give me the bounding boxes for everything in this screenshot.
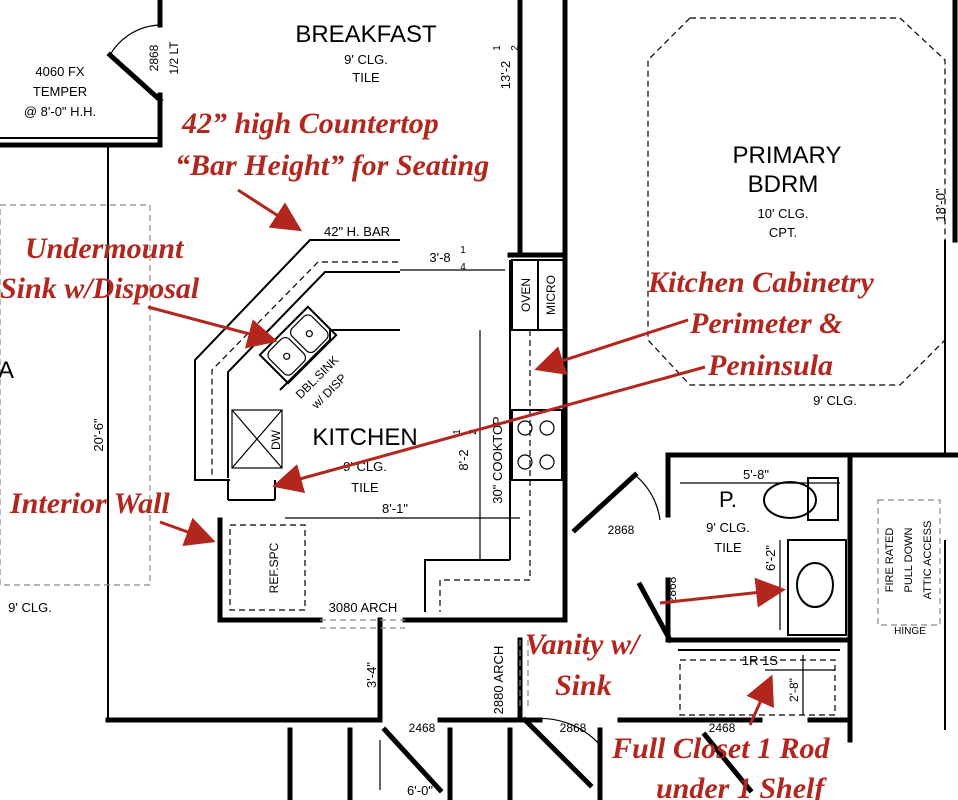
dim-bar-num: 1 [460,245,466,256]
closet-shelf [679,659,836,716]
clg-primary-2: 9' CLG. [813,393,857,408]
arrow-cabinet-2 [272,365,706,494]
room-labels: BREAKFAST 9' CLG. TILE PRIMARY BDRM 10' … [295,21,841,555]
arch1-label: 3080 ARCH [329,600,398,615]
door-top-label-1: 2868 [147,44,161,71]
primary-name-1: PRIMARY [733,142,842,169]
ann-vanity-2: Sink [555,669,612,702]
cooktop-label: 30" COOKTOP [490,416,505,503]
primary-ceiling: 10' CLG. [758,206,809,221]
dimension-lines [285,269,840,790]
primary-name-2: BDRM [748,171,819,198]
powder-name: P. [719,487,737,512]
dim-left: 20'-6" [91,418,106,452]
window-label-3: @ 8'-0" H.H. [24,104,96,119]
door-2868-b: 2868 [560,721,587,735]
dim-34: 3'-4" [364,662,379,688]
arrow-cabinet-1 [534,318,689,375]
ref-label: REF.SPC [267,542,281,593]
door-2468-a: 2468 [409,721,436,735]
micro-label: MICRO [544,275,558,315]
ann-countertop-1: 42” high Countertop [181,107,439,140]
hinge-label: HINGE [894,626,926,637]
oven-label: OVEN [519,278,533,312]
ann-vanity-1: Vanity w/ [525,628,642,661]
annotation-arrows [147,188,786,726]
arrow-wall [159,517,216,546]
closet-label: 1R 1S [742,653,778,668]
kitchen-name: KITCHEN [312,424,417,451]
attic-label-2: PULL DOWN [903,527,915,592]
arrow-countertop [237,188,303,232]
annotations: 42” high Countertop “Bar Height” for Sea… [0,107,875,800]
attic-label-3: ATTIC ACCESS [922,521,934,600]
cooktop [511,409,563,481]
dim-58: 5'-8" [743,467,769,482]
window-label-1: 4060 FX [35,64,84,79]
bar-label: 42" H. BAR [324,224,390,239]
ann-wall: Interior Wall [9,487,170,520]
dim-kitchen-h: 8'-1" [382,501,408,516]
door-2468-c: 2468 [709,721,736,735]
arrow-closet [746,674,774,726]
vanity [787,539,847,636]
breakfast-floor: TILE [352,70,380,85]
arrow-sink [147,305,278,349]
ann-sink-2: Sink w/Disposal [0,272,200,305]
toilet-bowl [763,481,817,519]
dim-bar-den: 4 [460,262,466,273]
ann-closet-2: under 1 Shelf [656,772,827,800]
ann-cabinet-1: Kitchen Cabinetry [647,266,875,299]
primary-floor: CPT. [769,225,797,240]
ann-countertop-2: “Bar Height” for Seating [175,149,489,182]
ann-cabinet-2: Perimeter & [689,307,842,340]
left-room-outline [0,204,151,586]
door-top-label-2: 1/2 LT [167,41,181,75]
breakfast-ceiling: 9' CLG. [344,52,388,67]
dim-breakfast-den: 2 [510,45,521,51]
doors [381,471,754,794]
dim-breakfast-num: 1 [492,45,503,51]
attic-access [877,499,941,626]
arch2-label: 2880 ARCH [491,646,506,715]
primary-dim: 18'-0" [933,188,948,222]
attic-label-1: FIRE RATED [884,528,896,593]
dim-bar: 3'-8 [429,250,450,265]
powder-fixtures [679,477,847,716]
kitchen-floor: TILE [351,480,379,495]
dim-breakfast: 13'-2 [498,61,513,90]
vanity-basin [796,562,834,608]
ann-sink-1: Undermount [25,232,185,265]
breakfast-name: BREAKFAST [295,21,437,48]
arrow-vanity [659,577,786,608]
dim-28: 2'-8" [787,678,801,702]
dim-kitchen-v-num: 1 [452,429,463,435]
dw-label: DW [269,429,283,450]
door-top [106,24,164,104]
toilet-tank [807,477,839,521]
ann-cabinet-3: Peninsula [707,349,833,382]
dim-60: 6'-0" [407,783,433,798]
clg-left: 9' CLG. [8,600,52,615]
edge-a: A [0,357,14,384]
powder-floor: TILE [714,540,742,555]
dishwasher [231,409,283,469]
ann-closet-1: Full Closet 1 Rod [611,732,831,765]
door-2868-e: 2868 [665,576,679,603]
tray-ceiling-outline [647,17,946,386]
door-2868-d: 2868 [608,523,635,537]
powder-ceiling: 9' CLG. [706,520,750,535]
window-label-2: TEMPER [33,84,87,99]
dim-kitchen-v: 8'-2 [456,449,471,470]
dim-62: 6'-2" [763,545,778,571]
